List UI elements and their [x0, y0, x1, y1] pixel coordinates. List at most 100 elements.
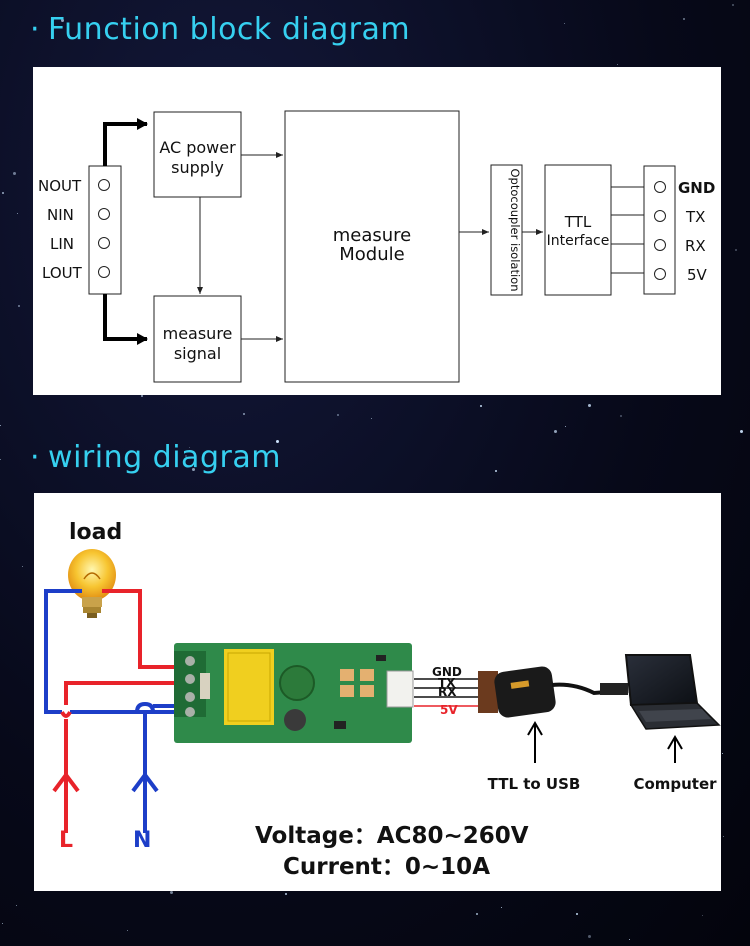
- ttl-output-lines: [611, 186, 644, 274]
- section-heading-function-block: ·Function block diagram: [30, 12, 410, 47]
- laptop-computer-icon: [624, 654, 721, 730]
- star: [22, 566, 23, 567]
- star: [141, 395, 143, 397]
- terminal-label-nout: NOUT: [38, 177, 82, 195]
- computer-arrow: [667, 735, 683, 763]
- star: [17, 213, 18, 214]
- terminal-label-5v: 5V: [687, 266, 708, 284]
- function-block-panel: NOUT NIN LIN LOUT AC power supply measur…: [33, 67, 721, 395]
- star: [0, 459, 1, 460]
- terminal-circle-nout: [98, 179, 110, 191]
- ttl-interface-label-1: TTL: [564, 213, 592, 231]
- right-terminal-block: [643, 165, 676, 295]
- optocoupler-label: Optocoupler isolation: [508, 169, 522, 292]
- measure-signal-label-1: measure: [163, 324, 233, 343]
- star: [617, 64, 618, 65]
- star: [480, 405, 482, 407]
- terminal-label-tx: TX: [685, 208, 705, 226]
- terminal-circle-lin: [98, 237, 110, 249]
- star: [170, 891, 173, 894]
- wire-label-rx: RX: [438, 685, 457, 699]
- heading-text: wiring diagram: [48, 440, 281, 475]
- wire-label-5v: 5V: [440, 703, 458, 717]
- ac-power-supply-label-2: supply: [171, 158, 224, 177]
- line-label: L: [59, 828, 73, 853]
- line-input-arrow: [52, 771, 80, 833]
- neutral-label: N: [133, 828, 151, 853]
- star: [61, 19, 64, 22]
- wiring-panel: load L N: [34, 493, 721, 891]
- ttl-to-usb-adapter: [478, 666, 642, 718]
- star: [576, 913, 578, 915]
- terminal-label-lout: LOUT: [42, 264, 83, 282]
- load-label: load: [69, 520, 122, 545]
- star: [588, 404, 591, 407]
- left-terminal-circles: [98, 179, 110, 278]
- light-bulb-icon: [68, 549, 116, 618]
- ttl-to-usb-label: TTL to USB: [488, 775, 581, 793]
- terminal-circle-rx: [654, 239, 666, 251]
- star: [18, 305, 20, 307]
- star: [371, 418, 372, 419]
- star: [16, 905, 17, 906]
- star: [476, 913, 478, 915]
- star: [723, 836, 724, 837]
- star: [127, 930, 128, 931]
- computer-label: Computer: [633, 775, 717, 793]
- star: [2, 192, 4, 194]
- function-block-diagram: NOUT NIN LIN LOUT AC power supply measur…: [38, 110, 715, 383]
- wire-label-tx: TX: [438, 676, 456, 690]
- star: [276, 440, 279, 443]
- terminal-circle-lout: [98, 266, 110, 278]
- terminal-circle-nin: [98, 208, 110, 220]
- star: [243, 413, 245, 415]
- star: [285, 893, 287, 895]
- star: [501, 907, 502, 908]
- thick-arrow-to-signal: [103, 294, 148, 345]
- wire-label-gnd: GND: [432, 665, 462, 679]
- star: [554, 430, 557, 433]
- star: [495, 470, 497, 472]
- star: [192, 468, 195, 471]
- ac-power-supply-label-1: AC power: [159, 138, 236, 157]
- star: [722, 753, 723, 754]
- terminal-circle-5v: [654, 268, 666, 280]
- star: [732, 4, 734, 6]
- terminal-label-gnd: GND: [678, 179, 715, 197]
- terminal-label-lin: LIN: [50, 235, 74, 253]
- terminal-label-nin: NIN: [47, 206, 74, 224]
- measure-signal-label-2: signal: [174, 344, 221, 363]
- star: [629, 939, 630, 940]
- star: [620, 415, 622, 417]
- left-terminal-block: [88, 165, 122, 295]
- ttl-to-usb-arrow: [527, 721, 543, 763]
- ttl-interface-box: [544, 164, 612, 296]
- star: [702, 915, 703, 916]
- star: [588, 935, 591, 938]
- star: [735, 249, 737, 251]
- star: [2, 923, 3, 924]
- star: [564, 23, 565, 24]
- terminal-circle-gnd: [654, 181, 666, 193]
- measure-module-label-2: Module: [339, 244, 404, 265]
- current-spec: Current：0~10A: [283, 854, 490, 880]
- star: [565, 426, 566, 427]
- star: [740, 430, 743, 433]
- star: [185, 455, 187, 457]
- power-meter-module-pcb: [174, 643, 414, 743]
- star: [0, 425, 1, 426]
- section-heading-wiring: ·wiring diagram: [30, 440, 281, 475]
- measure-module-box: [284, 110, 460, 383]
- optocoupler-box: [490, 164, 523, 296]
- thick-arrow-to-power: [103, 118, 148, 166]
- ttl-interface-label-2: Interface: [547, 233, 610, 249]
- voltage-spec: Voltage：AC80~260V: [255, 823, 529, 849]
- terminal-label-rx: RX: [685, 237, 706, 255]
- heading-bullet: ·: [30, 440, 41, 475]
- star: [189, 447, 190, 448]
- line-wire: [60, 589, 174, 793]
- neutral-input-arrow: [131, 771, 159, 833]
- heading-bullet: ·: [30, 12, 41, 47]
- heading-text: Function block diagram: [48, 12, 411, 47]
- star: [337, 414, 339, 416]
